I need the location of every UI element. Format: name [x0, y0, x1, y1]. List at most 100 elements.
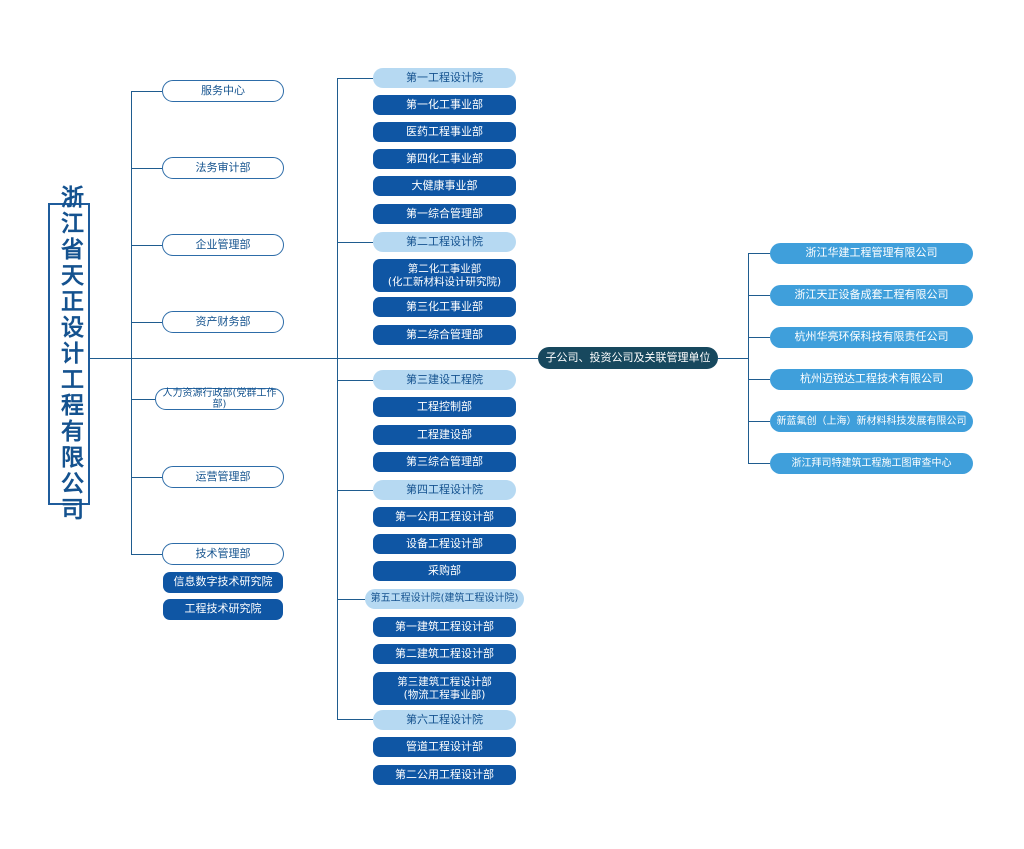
institute-header[interactable]: 第一工程设计院: [373, 68, 516, 88]
institute-department-box[interactable]: 第三综合管理部: [373, 452, 516, 472]
subsidiaries-hub-label: 子公司、投资公司及关联管理单位: [545, 350, 711, 364]
institute-department-box[interactable]: 第四化工事业部: [373, 149, 516, 169]
subsidiary-box[interactable]: 新蓝氟创（上海）新材料科技发展有限公司: [770, 411, 973, 432]
left-branch-stub: [131, 322, 162, 323]
institute-department-label: 第三综合管理部: [406, 454, 483, 468]
department-label: 人力资源行政部(党群工作部): [162, 387, 277, 411]
institute-department-box[interactable]: 第三化工事业部: [373, 297, 516, 317]
institute-branch-stub: [337, 78, 373, 79]
root-company-label: 浙江省天正设计工程有限公司: [56, 185, 83, 523]
institute-department-label: 管道工程设计部: [406, 739, 483, 753]
institute-department-label: 第二建筑工程设计部: [395, 646, 494, 660]
institute-department-box[interactable]: 第一公用工程设计部: [373, 507, 516, 527]
department-label: 资产财务部: [195, 314, 251, 328]
institute-department-box[interactable]: 医药工程事业部: [373, 122, 516, 142]
institute-department-label: 工程建设部: [417, 427, 472, 441]
subsidiary-label: 杭州迈锐达工程技术有限公司: [800, 372, 943, 386]
institute-department-box[interactable]: 第一建筑工程设计部: [373, 617, 516, 637]
subsidiary-box[interactable]: 浙江拜司特建筑工程施工图审查中心: [770, 453, 973, 474]
institute-department-box[interactable]: 工程建设部: [373, 425, 516, 445]
institute-department-box[interactable]: 第二综合管理部: [373, 325, 516, 345]
research-institute-box[interactable]: 信息数字技术研究院: [163, 572, 283, 593]
institute-header-label: 第三建设工程院: [406, 372, 483, 386]
subsidiary-branch-stub: [748, 463, 770, 464]
institute-header[interactable]: 第五工程设计院(建筑工程设计院): [365, 589, 524, 609]
institute-header[interactable]: 第三建设工程院: [373, 370, 516, 390]
institute-header-label: 第六工程设计院: [406, 712, 483, 726]
subsidiaries-hub-box[interactable]: 子公司、投资公司及关联管理单位: [538, 347, 718, 369]
institute-branch-stub: [337, 380, 373, 381]
department-box[interactable]: 运营管理部: [162, 466, 284, 488]
institute-department-box[interactable]: 第一化工事业部: [373, 95, 516, 115]
research-institute-box[interactable]: 工程技术研究院: [163, 599, 283, 620]
institute-department-label: 采购部: [428, 563, 461, 577]
institute-department-box[interactable]: 采购部: [373, 561, 516, 581]
root-company-box: 浙江省天正设计工程有限公司: [48, 185, 90, 523]
institute-department-box[interactable]: 第二化工事业部 (化工新材料设计研究院): [373, 259, 516, 292]
institute-department-box[interactable]: 第三建筑工程设计部 (物流工程事业部): [373, 672, 516, 705]
department-box[interactable]: 人力资源行政部(党群工作部): [155, 388, 284, 410]
institute-department-label: 第四化工事业部: [406, 151, 483, 165]
institute-department-label: 大健康事业部: [411, 178, 478, 192]
institute-department-box[interactable]: 第二建筑工程设计部: [373, 644, 516, 664]
institute-department-box[interactable]: 第二公用工程设计部: [373, 765, 516, 785]
institute-header-label: 第一工程设计院: [406, 70, 483, 84]
subsidiary-branch-stub: [748, 379, 770, 380]
left-branch-stub: [131, 91, 162, 92]
department-label: 法务审计部: [195, 160, 251, 174]
institute-department-label: 第一化工事业部: [406, 97, 483, 111]
institute-department-box[interactable]: 工程控制部: [373, 397, 516, 417]
subsidiary-box[interactable]: 浙江华建工程管理有限公司: [770, 243, 973, 264]
institute-department-label: 第二化工事业部 (化工新材料设计研究院): [387, 263, 502, 288]
department-label: 运营管理部: [195, 469, 251, 483]
institute-department-box[interactable]: 设备工程设计部: [373, 534, 516, 554]
department-box[interactable]: 企业管理部: [162, 234, 284, 256]
left-branch-stub: [131, 399, 155, 400]
institute-department-box[interactable]: 管道工程设计部: [373, 737, 516, 757]
subsidiary-label: 新蓝氟创（上海）新材料科技发展有限公司: [776, 415, 967, 427]
left-branch-stub: [131, 168, 162, 169]
institute-department-box[interactable]: 大健康事业部: [373, 176, 516, 196]
institute-header[interactable]: 第二工程设计院: [373, 232, 516, 252]
department-label: 技术管理部: [195, 546, 251, 560]
institute-department-label: 第一综合管理部: [406, 206, 483, 220]
subsidiary-branch-stub: [748, 295, 770, 296]
left-branch-stub: [131, 554, 162, 555]
subsidiary-box[interactable]: 浙江天正设备成套工程有限公司: [770, 285, 973, 306]
department-label: 企业管理部: [195, 237, 251, 251]
left-trunk-line: [131, 91, 132, 555]
institute-header-label: 第二工程设计院: [406, 234, 483, 248]
institute-department-label: 第二公用工程设计部: [395, 767, 494, 781]
subsidiary-label: 浙江拜司特建筑工程施工图审查中心: [791, 457, 952, 469]
institute-department-label: 设备工程设计部: [406, 536, 483, 550]
institute-header-label: 第四工程设计院: [406, 482, 483, 496]
department-box[interactable]: 服务中心: [162, 80, 284, 102]
institute-header-label: 第五工程设计院(建筑工程设计院): [370, 593, 519, 605]
institute-department-label: 第三化工事业部: [406, 299, 483, 313]
department-label: 服务中心: [201, 83, 245, 97]
left-branch-stub: [131, 245, 162, 246]
institute-header[interactable]: 第六工程设计院: [373, 710, 516, 730]
subsidiary-branch-stub: [748, 253, 770, 254]
subsidiary-branch-stub: [748, 421, 770, 422]
center-trunk-line: [337, 78, 338, 719]
institute-branch-stub: [337, 242, 373, 243]
institute-department-box[interactable]: 第一综合管理部: [373, 204, 516, 224]
left-branch-stub: [131, 477, 162, 478]
subsidiary-label: 浙江华建工程管理有限公司: [805, 246, 938, 260]
department-box[interactable]: 资产财务部: [162, 311, 284, 333]
right-trunk-line: [748, 253, 749, 463]
institute-department-label: 医药工程事业部: [406, 124, 483, 138]
department-box[interactable]: 技术管理部: [162, 543, 284, 565]
subsidiary-label: 浙江天正设备成套工程有限公司: [794, 288, 949, 302]
subsidiary-box[interactable]: 杭州华亮环保科技有限责任公司: [770, 327, 973, 348]
research-institute-label: 工程技术研究院: [184, 602, 262, 616]
institute-department-label: 第一公用工程设计部: [395, 509, 494, 523]
institute-department-label: 第二综合管理部: [406, 327, 483, 341]
subsidiary-branch-stub: [748, 337, 770, 338]
department-box[interactable]: 法务审计部: [162, 157, 284, 179]
institute-header[interactable]: 第四工程设计院: [373, 480, 516, 500]
institute-branch-stub: [337, 490, 373, 491]
subsidiary-box[interactable]: 杭州迈锐达工程技术有限公司: [770, 369, 973, 390]
